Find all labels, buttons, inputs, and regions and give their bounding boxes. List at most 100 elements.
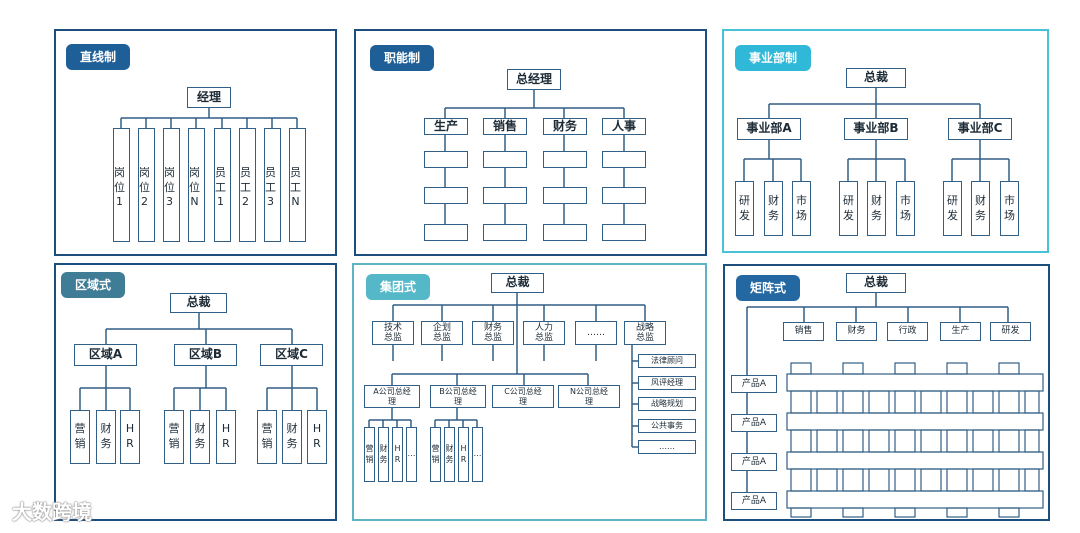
node-region-dept: 财务 [190,410,210,464]
node-company: N公司总经理 [558,385,620,408]
node-company-dept: … [406,427,417,482]
node-line-child: 员工2 [239,128,256,242]
panel-regional-structure: 区域式 总裁 区域A 区域B 区域C 营销 财务 HR 营销 财务 HR 营销 … [54,263,337,521]
panel-title: 职能制 [370,45,435,71]
node-product: 产品A [731,453,777,471]
empty-node [543,187,587,204]
node-region-dept: 财务 [282,410,302,464]
node-region: 区域B [174,344,237,366]
node-function: 行政 [887,322,928,341]
node-region-dept: 营销 [164,410,184,464]
node-division-dept: 研发 [839,181,858,236]
node-strategy-item: 法律顾问 [638,354,696,368]
panel-line-structure: 直线制 经理 岗位1 岗位2 岗位3 岗位N 员工1 员工2 员工3 员工N [54,29,337,256]
node-line-child: 岗位3 [163,128,180,242]
matrix-grid-lines [786,362,1044,518]
node-division: 事业部A [737,118,801,140]
empty-node [483,151,527,168]
node-product: 产品A [731,375,777,393]
node-director: 战略总监 [624,321,666,345]
node-division: 事业部B [844,118,908,140]
node-company: C公司总经理 [492,385,554,408]
node-company-dept: HR [392,427,403,482]
node-region-dept: HR [120,410,140,464]
node-line-child: 员工1 [214,128,231,242]
node-strategy-item: 风评经理 [638,376,696,390]
matrix-grid [786,362,1044,518]
empty-node [424,151,468,168]
node-line-child: 员工3 [264,128,281,242]
node-general-manager: 总经理 [507,69,561,90]
node-company-dept: 财务 [378,427,389,482]
panel-title: 直线制 [66,44,131,70]
connector-lines [120,108,298,128]
watermark-text: 大数跨境 [12,500,92,524]
node-director: 技术总监 [372,321,414,345]
node-line-child: 岗位N [188,128,205,242]
node-division-dept: 财务 [867,181,886,236]
panel-group-structure: 集团式 总裁 [352,263,707,521]
node-region-dept: 财务 [96,410,116,464]
node-region-dept: HR [216,410,236,464]
product-connectors [747,382,773,501]
node-company-dept: 营销 [364,427,375,482]
node-division-dept: 研发 [735,181,754,236]
node-function: 生产 [940,322,981,341]
node-director: 人力总监 [523,321,565,345]
node-function: 生产 [424,118,468,135]
connector-lines [444,90,625,224]
node-region-dept: 营销 [257,410,277,464]
panel-matrix-structure: 矩阵式 总裁 销售 财务 行政 生产 研发 [723,264,1050,521]
empty-node [602,224,646,241]
node-division-dept: 财务 [764,181,783,236]
empty-node [543,224,587,241]
empty-node [424,187,468,204]
node-president: 总裁 [491,273,544,293]
empty-node [483,224,527,241]
node-division: 事业部C [948,118,1012,140]
node-director: 财务总监 [472,321,514,345]
empty-node [424,224,468,241]
node-function: 研发 [990,322,1031,341]
node-function: 财务 [836,322,877,341]
empty-node [483,187,527,204]
empty-node [543,151,587,168]
node-product: 产品A [731,492,777,510]
node-president: 总裁 [170,293,227,313]
node-line-child: 岗位1 [113,128,130,242]
node-region-dept: HR [307,410,327,464]
empty-node [602,151,646,168]
node-region: 区域A [74,344,137,366]
panel-functional-structure: 职能制 总经理 生产 销售 财务 人事 [354,29,707,256]
node-company-dept: … [472,427,483,482]
node-region-dept: 营销 [70,410,90,464]
node-division-dept: 市场 [1000,181,1019,236]
node-company: B公司总经理 [430,385,486,408]
node-function: 销售 [483,118,527,135]
node-function: 人事 [602,118,646,135]
node-director: 企划总监 [421,321,463,345]
node-line-child: 岗位2 [138,128,155,242]
node-strategy-item: …… [638,440,696,454]
node-manager: 经理 [187,87,231,108]
node-company: A公司总经理 [364,385,420,408]
node-strategy-item: 战略规划 [638,397,696,411]
node-president: 总裁 [846,68,906,88]
panel-title: 事业部制 [735,45,812,71]
node-function: 销售 [783,322,824,341]
node-company-dept: 财务 [444,427,455,482]
panel-title: 矩阵式 [736,275,801,301]
connector-lines [743,88,1010,181]
node-company-dept: HR [458,427,469,482]
panel-title: 区域式 [61,272,126,298]
connector-lines [79,313,318,410]
node-division-dept: 市场 [896,181,915,236]
empty-node [602,187,646,204]
node-region: 区域C [260,344,323,366]
node-strategy-item: 公共事务 [638,419,696,433]
node-line-child: 员工N [289,128,306,242]
node-director: …… [575,321,617,345]
node-division-dept: 市场 [792,181,811,236]
node-function: 财务 [543,118,587,135]
node-product: 产品A [731,414,777,432]
